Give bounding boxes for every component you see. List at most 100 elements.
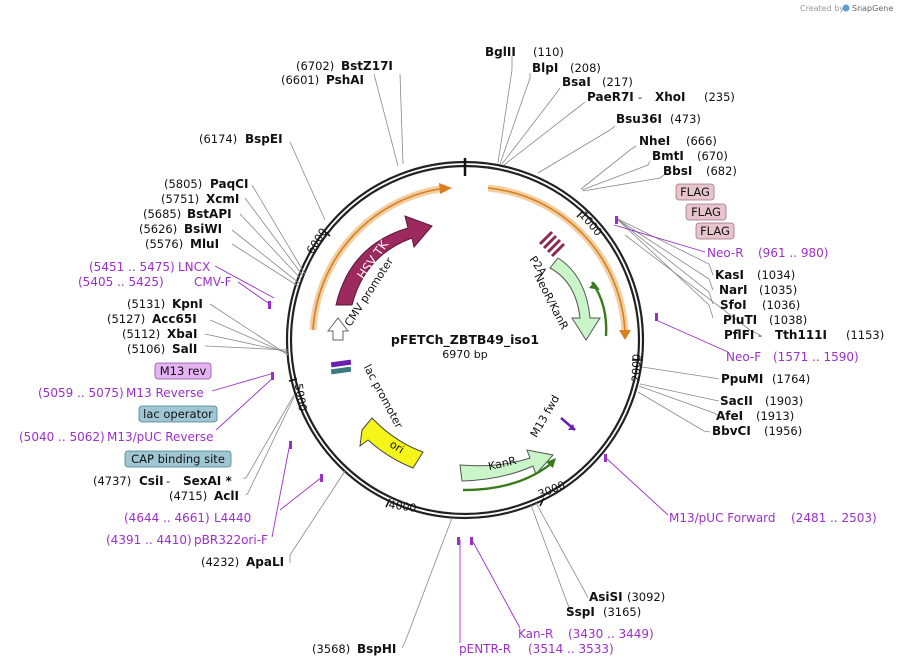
site-kasi-pos: (1034) [757,268,795,282]
site-pflfi-name: PflFI [724,328,754,342]
primer-m13-puc-fwd-range: (2481 .. 2503) [791,511,877,525]
m13-rev-box [154,362,212,380]
kanr-feature [459,449,554,482]
snapgene-logo-icon [842,4,850,12]
site-csii-name: CsiI [139,474,164,488]
credit-text: Created by [800,4,844,13]
site-bstapi-pos: (5685) [143,207,181,221]
m13-rev-mini-feature [330,359,352,368]
primer-pentr-r-name: pENTR-R [459,642,511,656]
site-sacii-pos: (1903) [765,394,803,408]
site-apali-pos: (4232) [201,555,239,569]
leader-lines [204,56,761,649]
site-nari-pos: (1035) [759,283,797,297]
site-nari-name: NarI [719,283,748,297]
lac-operator-label: lac operator [143,407,213,421]
primer-cmv-f-range: (5405 .. 5425) [78,275,164,289]
pentr-r-marker [457,537,460,545]
flag-box-3 [695,222,735,240]
ori-label: ori [387,438,406,457]
tick-label-3000: 3000 [536,478,567,501]
site-pflfi-sep: - [758,328,762,342]
cmv-promoter-feature [326,317,350,341]
site-blpi-name: BlpI [532,61,558,75]
site-tth111i-name: Tth111I [775,328,827,342]
primer-pentr-r-range: (3514 .. 3533) [528,642,614,656]
neo-r-marker [615,216,618,224]
tick-mark-5000 [288,378,298,382]
flag-box-1 [675,183,715,201]
primer-l4440-range: (4644 .. 4661) [124,511,210,525]
primer-kan-r-range: (3430 .. 3449) [568,627,654,641]
site-afei-name: AfeI [716,409,743,423]
primer-neo-f-name: Neo-F [726,350,761,364]
site-bsphi-pos: (3568) [312,642,350,656]
primer-neo-r-range: (961 .. 980) [758,246,828,260]
lac-operator-mini-feature [330,366,352,375]
tick-mark-3000 [539,497,545,507]
tick-mark-6000 [322,229,331,237]
orange-arc-right-head [619,330,631,340]
primer-kan-r-name: Kan-R [518,627,553,641]
primer-m13-reverse-name: M13 Reverse [126,386,204,400]
site-sali-pos: (5106) [127,342,165,356]
orange-arc-left [312,187,447,331]
site-sali-name: SalI [172,342,197,356]
primer-pbr322ori-f-range: (4391 .. 4410) [106,533,192,547]
tick-mark-4000 [385,498,391,508]
hsv-tk-feature [335,215,433,306]
site-nhei-pos: (666) [686,134,717,148]
site-nhei-name: NheI [639,134,670,148]
site-csii-sep: - [166,474,170,488]
flag-label-2: FLAG [691,205,721,219]
cap-binding-site-label: CAP binding site [131,452,225,466]
site-acli-name: AclI [214,489,239,503]
primer-markers [268,216,658,545]
tick-label-6000: 6000 [304,226,330,257]
primer-neo-f-range: (1571 .. 1590) [773,350,859,364]
site-kpni-pos: (5131) [127,297,165,311]
site-paer7i-pos: (235) [704,90,735,104]
site-sacii-name: SacII [720,394,753,408]
m13-puc-fwd-marker [604,454,607,462]
site-xbai-pos: (5112) [122,327,160,341]
site-bglii-pos: (110) [533,45,564,59]
site-sfoi-name: SfoI [720,298,747,312]
primer-m13-puc-rev-range: (5040 .. 5062) [19,430,105,444]
primer-m13-puc-fwd-name: M13/pUC Forward [669,511,776,525]
scale-ticks: 1000 2000 3000 4000 5000 6000 [288,209,643,515]
site-pluti-pos: (1038) [769,313,807,327]
site-bsai-pos: (217) [602,75,633,89]
lac-promoter-label: lac promoter [361,362,406,431]
neor-green-head [589,282,600,290]
site-bglii-name: BglII [485,45,516,59]
orange-arc-left-head [439,183,452,194]
site-pshai-name: PshAI [326,73,364,87]
primer-lncx-name: LNCX [178,260,210,274]
site-bbsi-name: BbsI [663,164,692,178]
site-asisi-pos: (3092) [627,590,665,604]
site-mlui-name: MluI [190,237,219,251]
primer-lncx-range: (5451 .. 5475) [89,260,175,274]
lac-operator-box [138,405,218,423]
site-bmti-pos: (670) [697,149,728,163]
site-pshai-pos: (6601) [281,73,319,87]
m13-puc-rev-marker [271,372,274,380]
site-bsiwi-pos: (5626) [139,222,177,236]
site-ppumi-name: PpuMI [721,372,763,386]
l4440-marker [320,474,323,482]
flag-label-1: FLAG [680,185,710,199]
site-blpi-pos: (208) [570,61,601,75]
plasmid-length: 6970 bp [442,348,487,361]
kan-r-marker [470,537,473,545]
site-asisi-name: AsiSI [589,590,623,604]
primer-neo-r-name: Neo-R [707,246,744,260]
neo-f-marker [655,313,658,321]
primer-pbr322ori-f-name: pBR322ori-F [194,533,268,547]
site-pluti-name: PluTI [723,313,757,327]
kanr-label: KanR [487,454,518,473]
site-pflfi-pos: (1153) [846,328,884,342]
primer-leader-lines [211,224,729,643]
